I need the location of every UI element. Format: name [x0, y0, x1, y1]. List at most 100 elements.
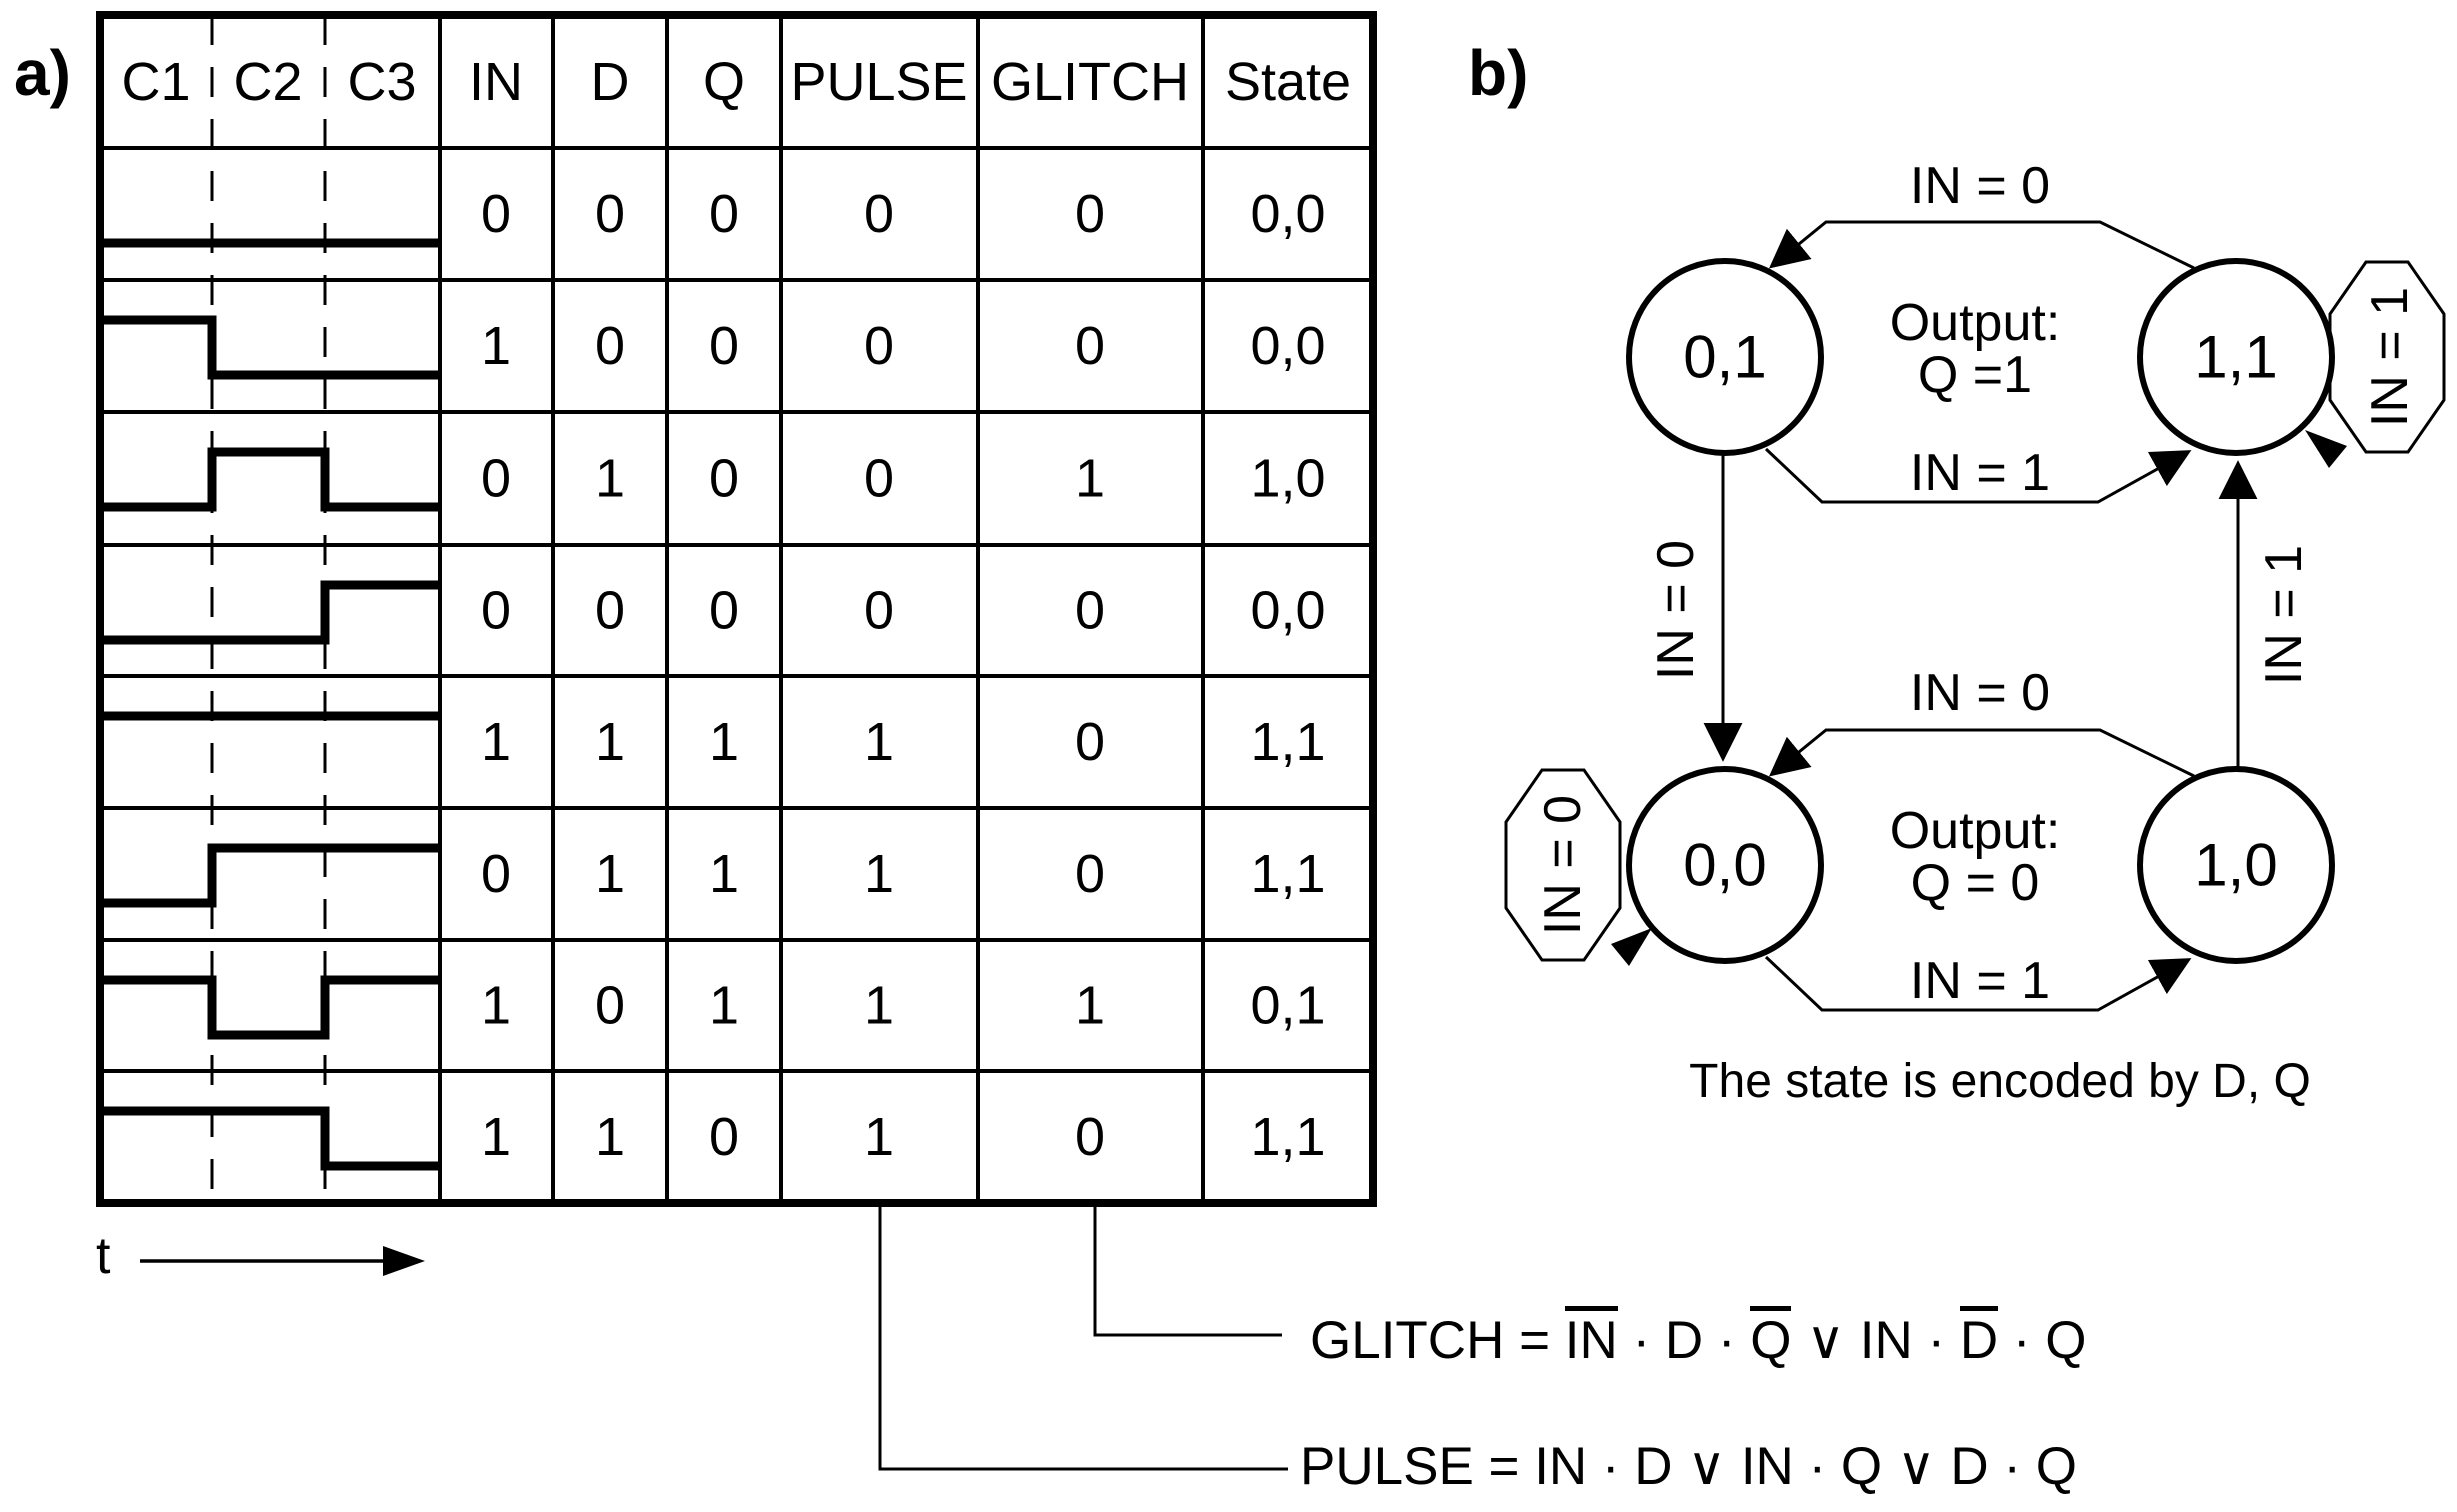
- table-cell-row3-col4: 0: [864, 449, 894, 509]
- pulse-equation: PULSE = IN · D ∨ IN · Q ∨ D · Q: [1300, 1436, 2077, 1497]
- glitch-eq-part-overline: D: [1959, 1306, 1999, 1370]
- table-cell-row8-col6: 1,1: [1250, 1107, 1325, 1167]
- state-01-label: 0,1: [1683, 324, 1766, 391]
- table-cell-row4-col1: 0: [481, 581, 511, 641]
- table-cell-row4-col2: 0: [595, 581, 625, 641]
- panel-b-label: b): [1468, 37, 1528, 109]
- table-cell-row5-col2: 1: [595, 712, 625, 772]
- table-row-lines: [100, 146, 1373, 1073]
- table-cell-row3-col5: 1: [1075, 449, 1105, 509]
- header-in: IN: [469, 52, 523, 112]
- self-loop-00-label: IN = 0: [1534, 795, 1592, 935]
- header-c3: C3: [347, 52, 416, 112]
- table-column-lines: [438, 15, 1205, 1203]
- table-cell-row6-col2: 1: [595, 844, 625, 904]
- glitch-eq-part: ∨ IN ·: [1791, 1311, 1960, 1370]
- table-cell-row2-col5: 0: [1075, 316, 1105, 376]
- output-top-line2: Q =1: [1918, 346, 2032, 404]
- transition-label-bottom-in0: IN = 0: [1910, 664, 2050, 722]
- waveform-traces: [100, 238, 440, 1171]
- table-cell-row2-col1: 1: [481, 316, 511, 376]
- table-cell-row3-col1: 0: [481, 449, 511, 509]
- table-outer-border: [96, 11, 1377, 1207]
- pulse-eq-part: PULSE = IN · D ∨ IN · Q ∨ D · Q: [1300, 1437, 2077, 1496]
- table-cell-row6-col6: 1,1: [1250, 844, 1325, 904]
- table-cell-row5-col5: 0: [1075, 712, 1105, 772]
- table-cell-row2-col2: 0: [595, 316, 625, 376]
- glitch-equation: GLITCH = IN · D · Q ∨ IN · D · Q: [1310, 1306, 2087, 1371]
- output-bottom-line2: Q = 0: [1911, 854, 2040, 912]
- table-cell-row3-col2: 1: [595, 449, 625, 509]
- transition-11-to-01-arrow: [1768, 220, 2195, 270]
- table-cell-row2-col3: 0: [709, 316, 739, 376]
- clock-phase-dashed-lines: [210, 15, 327, 1203]
- waveform-row-4: [100, 580, 440, 645]
- time-axis-label: t: [96, 1227, 111, 1285]
- state-encoding-caption: The state is encoded by D, Q: [1689, 1055, 2311, 1108]
- table-cell-row4-col5: 0: [1075, 581, 1105, 641]
- table-cell-row1-col2: 0: [595, 184, 625, 244]
- state-11-label: 1,1: [2194, 324, 2277, 391]
- panel-a-label: a): [14, 37, 71, 109]
- transition-label-left-vertical: IN = 0: [1647, 540, 1705, 680]
- glitch-eq-part: · Q: [1998, 1311, 2087, 1370]
- header-c2: C2: [233, 52, 302, 112]
- table-cell-row1-col6: 0,0: [1250, 184, 1325, 244]
- transition-label-bottom-in1: IN = 1: [1910, 952, 2050, 1010]
- table-cell-row1-col5: 0: [1075, 184, 1105, 244]
- self-loop-00-octagon: [1504, 768, 1622, 962]
- table-cell-row1-col4: 0: [864, 184, 894, 244]
- table-cell-row8-col5: 0: [1075, 1107, 1105, 1167]
- transition-00-to-10-arrow: [1764, 955, 2192, 1012]
- table-cell-row7-col6: 0,1: [1250, 976, 1325, 1036]
- header-glitch: GLITCH: [991, 52, 1189, 112]
- time-axis-arrowhead: [383, 1246, 425, 1276]
- transition-label-top-in0: IN = 0: [1910, 157, 2050, 215]
- panel-b: b) 0,1 1,1 0,0 1,0: [1468, 37, 2446, 1108]
- table-cell-row7-col3: 1: [709, 976, 739, 1036]
- table-cell-row7-col4: 1: [864, 976, 894, 1036]
- glitch-eq-part-overline: Q: [1750, 1306, 1792, 1370]
- table-cell-row7-col2: 0: [595, 976, 625, 1036]
- self-loop-11-label: IN = 1: [2361, 287, 2419, 427]
- header-c1: C1: [121, 52, 190, 112]
- glitch-eq-part: GLITCH =: [1310, 1311, 1565, 1370]
- table-cell-row6-col4: 1: [864, 844, 894, 904]
- transition-label-right-vertical: IN = 1: [2255, 545, 2313, 685]
- waveform-row-3: [100, 447, 440, 512]
- header-q: Q: [703, 52, 745, 112]
- state-10-circle: [2137, 766, 2335, 964]
- table-cell-row8-col2: 1: [595, 1107, 625, 1167]
- pulse-equation-connector: [878, 1207, 1288, 1471]
- state-00-label: 0,0: [1683, 832, 1766, 899]
- transition-10-to-00-arrow: [1768, 728, 2195, 778]
- table-cell-row3-col6: 1,0: [1250, 449, 1325, 509]
- waveform-row-7: [100, 975, 440, 1040]
- table-cell-row2-col6: 0,0: [1250, 316, 1325, 376]
- state-01-circle: [1626, 258, 1824, 456]
- state-11-circle: [2137, 258, 2335, 456]
- waveform-row-8: [100, 1106, 440, 1171]
- table-cells: 0 0 0 0 0 0,0 1 0 0 0 0 0,0 0 1 0 0 1 1,0 0 0 0 0 0 0,0 1 1 1 1 0 1,1…: [481, 184, 1326, 1167]
- table-cell-row5-col6: 1,1: [1250, 712, 1325, 772]
- table-cell-row7-col1: 1: [481, 976, 511, 1036]
- table-cell-row6-col5: 0: [1075, 844, 1105, 904]
- self-loop-11-arrowhead: [2305, 430, 2347, 468]
- table-cell-row2-col4: 0: [864, 316, 894, 376]
- state-10-label: 1,0: [2194, 832, 2277, 899]
- header-pulse: PULSE: [790, 52, 967, 112]
- table-cell-row4-col4: 0: [864, 581, 894, 641]
- table-cell-row1-col3: 0: [709, 184, 739, 244]
- table-cell-row5-col1: 1: [481, 712, 511, 772]
- table-cell-row6-col3: 1: [709, 844, 739, 904]
- transition-01-to-11-arrow: [1764, 447, 2192, 504]
- table-cell-row8-col3: 0: [709, 1107, 739, 1167]
- table-cell-row4-col6: 0,0: [1250, 581, 1325, 641]
- transition-label-top-in1: IN = 1: [1910, 444, 2050, 502]
- table-cell-row7-col5: 1: [1075, 976, 1105, 1036]
- table-cell-row3-col3: 0: [709, 449, 739, 509]
- glitch-equation-connector: [1093, 1207, 1282, 1337]
- table-cell-row1-col1: 0: [481, 184, 511, 244]
